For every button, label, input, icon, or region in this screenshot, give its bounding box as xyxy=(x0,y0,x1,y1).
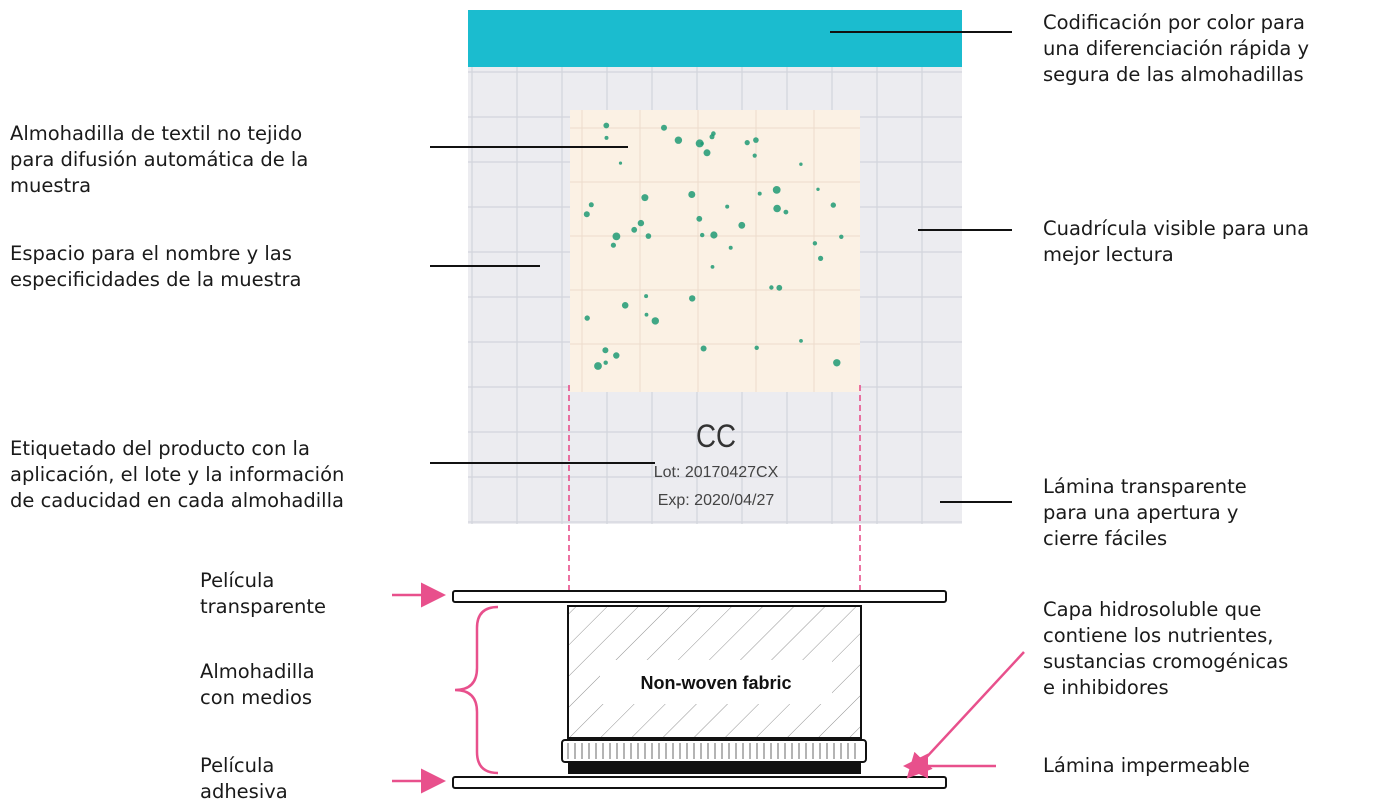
label-waterproof-sheet: Lámina impermeable xyxy=(1043,754,1250,777)
media-pad xyxy=(570,110,860,392)
label-sample-name: Espacio para el nombre y las especificid… xyxy=(10,242,302,291)
fabric-label: Non-woven fabric xyxy=(640,673,791,693)
soluble-layer-ticks xyxy=(567,743,856,759)
label-adhesive-film: Película adhesiva xyxy=(200,754,288,803)
pad-grid xyxy=(570,110,860,392)
label-textile-pad: Almohadilla de textil no tejido para dif… xyxy=(10,122,309,197)
label-product-label: Etiquetado del producto con la aplicació… xyxy=(10,437,345,512)
label-pad-media: Almohadilla con medios xyxy=(200,660,315,709)
arrow-soluble-layer xyxy=(906,651,1025,779)
plate-code: CC xyxy=(696,418,736,454)
fabric-layer-border xyxy=(567,605,862,739)
adhesive-film-layer xyxy=(452,776,947,789)
label-soluble-layer: Capa hidrosoluble que contiene los nutri… xyxy=(1043,598,1289,699)
label-color-coding: Codificación por color para una diferenc… xyxy=(1043,11,1310,86)
brace-pad-media xyxy=(454,605,499,775)
colonies xyxy=(583,122,844,370)
plate-exp: Exp: 2020/04/27 xyxy=(658,492,775,509)
plate-lot: Lot: 20170427CX xyxy=(654,464,779,481)
color-code-band xyxy=(468,10,962,67)
waterproof-layer xyxy=(568,762,861,774)
label-transparent-sheet: Lámina transparente para una apertura y … xyxy=(1043,475,1247,550)
label-transparent-film: Película transparente xyxy=(200,569,327,618)
label-grid: Cuadrícula visible para una mejor lectur… xyxy=(1043,217,1310,266)
transparent-film-layer xyxy=(452,590,947,603)
